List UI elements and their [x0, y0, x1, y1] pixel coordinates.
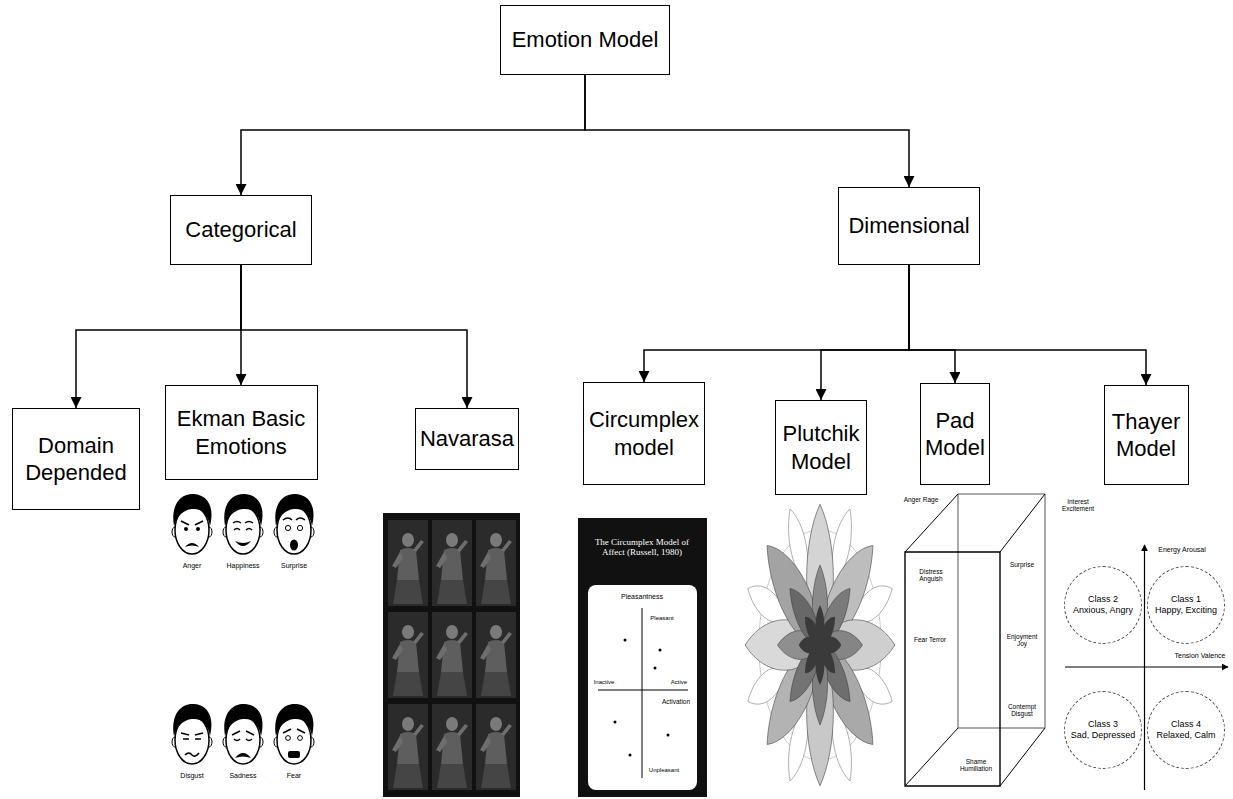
illustration-label: The Circumplex Model of Affect (Russell,…	[586, 538, 698, 558]
node-text: Class 3	[1088, 719, 1118, 730]
node-text: Happy, Exciting	[1155, 605, 1217, 616]
node-text: Categorical	[185, 216, 296, 244]
model-box: Navarasa	[415, 408, 519, 470]
illustration-label: Distress Anguish	[910, 568, 952, 582]
illustration-label: Energy Arousal	[1158, 546, 1205, 554]
tree-connector	[241, 75, 585, 195]
illustration-label: Disgust	[180, 772, 203, 780]
navarasa-photos	[383, 513, 520, 797]
plutchik-wheel	[745, 503, 895, 786]
circumplex-slide	[578, 518, 707, 797]
class-circle: Class 2Anxious, Angry	[1064, 566, 1142, 644]
model-box: Domain Depended	[12, 408, 140, 510]
thayer-axes	[1065, 545, 1228, 790]
node-text: Sad, Depressed	[1071, 730, 1136, 741]
node-text: Pad Model	[925, 407, 985, 462]
model-box: Pad Model	[920, 383, 990, 485]
illustration-label: Fear Terror	[910, 636, 950, 643]
class-circle: Class 3Sad, Depressed	[1064, 691, 1142, 769]
illustration-label: Shame Humiliation	[956, 758, 996, 772]
node-text: Class 2	[1088, 594, 1118, 605]
model-box: Thayer Model	[1104, 385, 1189, 485]
class-circle: Class 1Happy, Exciting	[1147, 566, 1225, 644]
illustration-label: Activation	[662, 698, 690, 705]
illustration-label: Pleasant	[650, 615, 673, 622]
illustration-label: Anger Rage	[904, 496, 939, 503]
illustration-label: Unpleasant	[649, 767, 679, 774]
node-text: Class 1	[1171, 594, 1201, 605]
model-box: Categorical	[170, 195, 312, 265]
node-text: Plutchik Model	[780, 420, 862, 475]
tree-connector	[585, 75, 909, 187]
node-text: Relaxed, Calm	[1156, 730, 1215, 741]
class-circle: Class 4Relaxed, Calm	[1147, 691, 1225, 769]
node-text: Navarasa	[420, 425, 514, 453]
tree-connector	[909, 265, 1146, 385]
pad-cube	[905, 494, 1045, 786]
node-text: Ekman Basic Emotions	[170, 405, 313, 460]
illustration-label: Interest Excitement	[1052, 498, 1104, 512]
node-text: Dimensional	[848, 212, 969, 240]
illustration-label: Inactive	[594, 679, 615, 686]
illustration-label: Fear	[287, 772, 301, 780]
illustration-label: Active	[671, 679, 687, 686]
illustration-label: Happiness	[226, 562, 259, 570]
illustration-label: Surprise	[1010, 561, 1034, 568]
tree-connector	[644, 265, 909, 382]
model-box: Dimensional	[838, 187, 980, 265]
model-box: Circumplex model	[583, 382, 705, 485]
node-text: Class 4	[1171, 719, 1201, 730]
node-text: Circumplex model	[588, 406, 700, 461]
tree-connector	[909, 265, 955, 383]
illustration-label: Surprise	[281, 562, 307, 570]
illustration-label: Contempt Disgust	[1002, 703, 1042, 717]
model-box: Plutchik Model	[775, 400, 867, 495]
tree-connector	[821, 265, 909, 400]
ekman-faces	[172, 494, 314, 764]
illustration-label: Tension Valence	[1175, 652, 1226, 660]
node-text: Domain Depended	[17, 432, 135, 487]
illustration-label: Pleasantness	[621, 593, 663, 601]
illustration-label: Enjoyment Joy	[1001, 633, 1043, 647]
illustration-label: Anger	[183, 562, 202, 570]
illustration-label: Sadness	[229, 772, 256, 780]
node-text: Thayer Model	[1109, 408, 1184, 463]
model-box: Ekman Basic Emotions	[165, 385, 318, 480]
node-text: Emotion Model	[512, 26, 659, 54]
node-text: Anxious, Angry	[1073, 605, 1133, 616]
model-box: Emotion Model	[500, 5, 670, 75]
